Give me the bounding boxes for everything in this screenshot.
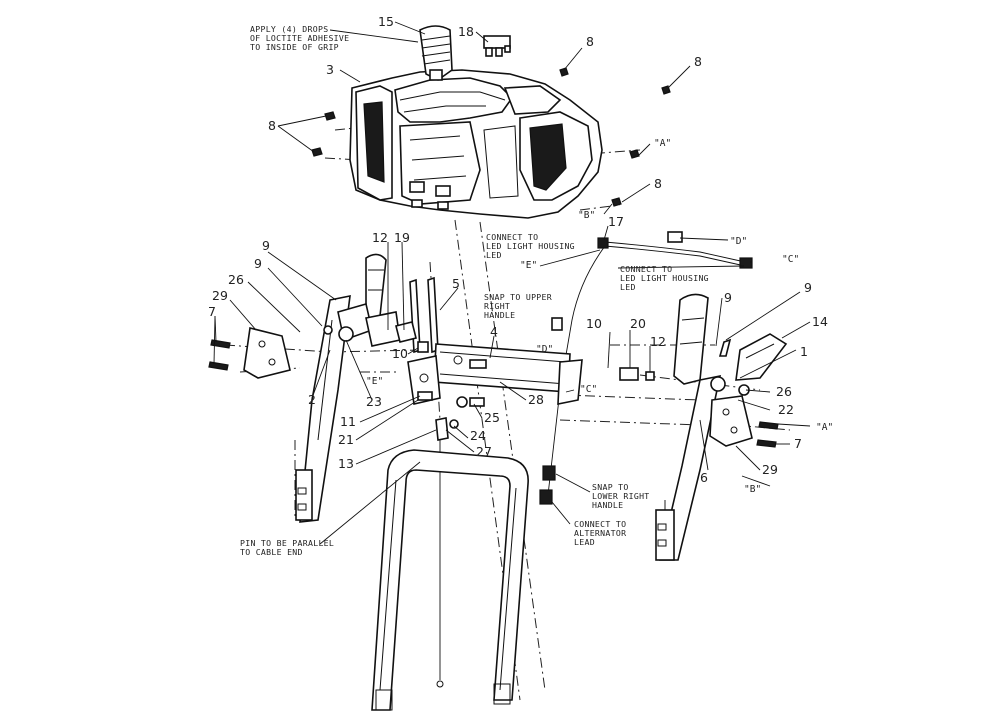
callout-24: 24 xyxy=(470,428,486,443)
ref-a: "A" xyxy=(654,138,671,149)
callout-27: 27 xyxy=(476,444,492,459)
switch-block xyxy=(483,35,511,57)
callout-22: 22 xyxy=(778,402,794,417)
grip-knob xyxy=(419,25,453,81)
console-housing xyxy=(349,69,603,219)
note-pin-parallel: PIN TO BE PARALLEL TO CABLE END xyxy=(240,538,339,557)
callout-2: 2 xyxy=(308,392,316,407)
left-upper-handle xyxy=(295,253,387,523)
ref-c: "C" xyxy=(782,254,799,265)
callout-5: 5 xyxy=(452,276,460,291)
note-loctite: APPLY (4) DROPS OF LOCTITE ADHESIVE TO I… xyxy=(250,24,355,52)
ref-c: "C" xyxy=(580,384,597,395)
note-snap-upper: SNAP TO UPPER RIGHT HANDLE xyxy=(484,292,557,320)
note-snap-lower: SNAP TO LOWER RIGHT HANDLE xyxy=(592,482,655,510)
console-screws xyxy=(311,67,671,207)
ref-d: "D" xyxy=(730,236,747,247)
ref-b: "B" xyxy=(744,484,761,495)
callout-23: 23 xyxy=(366,394,382,409)
callout-19: 19 xyxy=(394,230,410,245)
callout-10: 10 xyxy=(392,346,408,361)
callout-21: 21 xyxy=(338,432,354,447)
callout-8: 8 xyxy=(694,54,702,69)
callout-9: 9 xyxy=(262,238,270,253)
ref-d: "D" xyxy=(536,344,553,355)
right-upper-handle xyxy=(619,293,788,561)
callout-12: 12 xyxy=(372,230,388,245)
callout-7: 7 xyxy=(208,304,216,319)
callout-20: 20 xyxy=(630,316,646,331)
callout-4: 4 xyxy=(490,324,498,339)
callout-29: 29 xyxy=(762,462,778,477)
lower-handle-frame xyxy=(371,449,529,711)
callout-numbers: 15 18 8 8 3 8 8 17 12 19 9 9 26 5 29 7 9… xyxy=(208,14,828,485)
ref-e: "E" xyxy=(520,260,537,271)
callout-1: 1 xyxy=(800,344,808,359)
cross-panel xyxy=(407,343,583,405)
callout-6: 6 xyxy=(700,470,708,485)
note-alternator: CONNECT TO ALTERNATOR LEAD xyxy=(574,519,632,547)
callout-26: 26 xyxy=(228,272,244,287)
ref-b: "B" xyxy=(578,210,595,221)
note-led-housing: CONNECT TO LED LIGHT HOUSING LED xyxy=(620,264,714,292)
letter-references: "A" "B" "D" "E" "C" "D" "E" "C" "A" "B" xyxy=(366,138,833,495)
callout-26: 26 xyxy=(776,384,792,399)
callout-13: 13 xyxy=(338,456,354,471)
callout-3: 3 xyxy=(326,62,334,77)
callout-10: 10 xyxy=(586,316,602,331)
callout-8: 8 xyxy=(268,118,276,133)
callout-29: 29 xyxy=(212,288,228,303)
callout-17: 17 xyxy=(608,214,624,229)
callout-14: 14 xyxy=(812,314,828,329)
callout-9: 9 xyxy=(804,280,812,295)
callout-7: 7 xyxy=(794,436,802,451)
callout-9: 9 xyxy=(724,290,732,305)
led-harness xyxy=(539,231,753,505)
left-side-plate xyxy=(208,327,291,379)
callout-12: 12 xyxy=(650,334,666,349)
callout-8: 8 xyxy=(586,34,594,49)
callout-18: 18 xyxy=(458,24,474,39)
instruction-notes: APPLY (4) DROPS OF LOCTITE ADHESIVE TO I… xyxy=(240,24,714,557)
right-side-plate xyxy=(709,395,779,448)
ref-e: "E" xyxy=(366,376,383,387)
callout-11: 11 xyxy=(340,414,356,429)
callout-15: 15 xyxy=(378,14,394,29)
bracket-hardware xyxy=(417,391,485,688)
note-led-housing: CONNECT TO LED LIGHT HOUSING LED xyxy=(486,232,580,260)
callout-28: 28 xyxy=(528,392,544,407)
callout-9: 9 xyxy=(254,256,262,271)
ref-a: "A" xyxy=(816,422,833,433)
leader-lines xyxy=(213,21,811,545)
callout-25: 25 xyxy=(484,410,500,425)
left-controls xyxy=(323,276,439,354)
callout-8: 8 xyxy=(654,176,662,191)
